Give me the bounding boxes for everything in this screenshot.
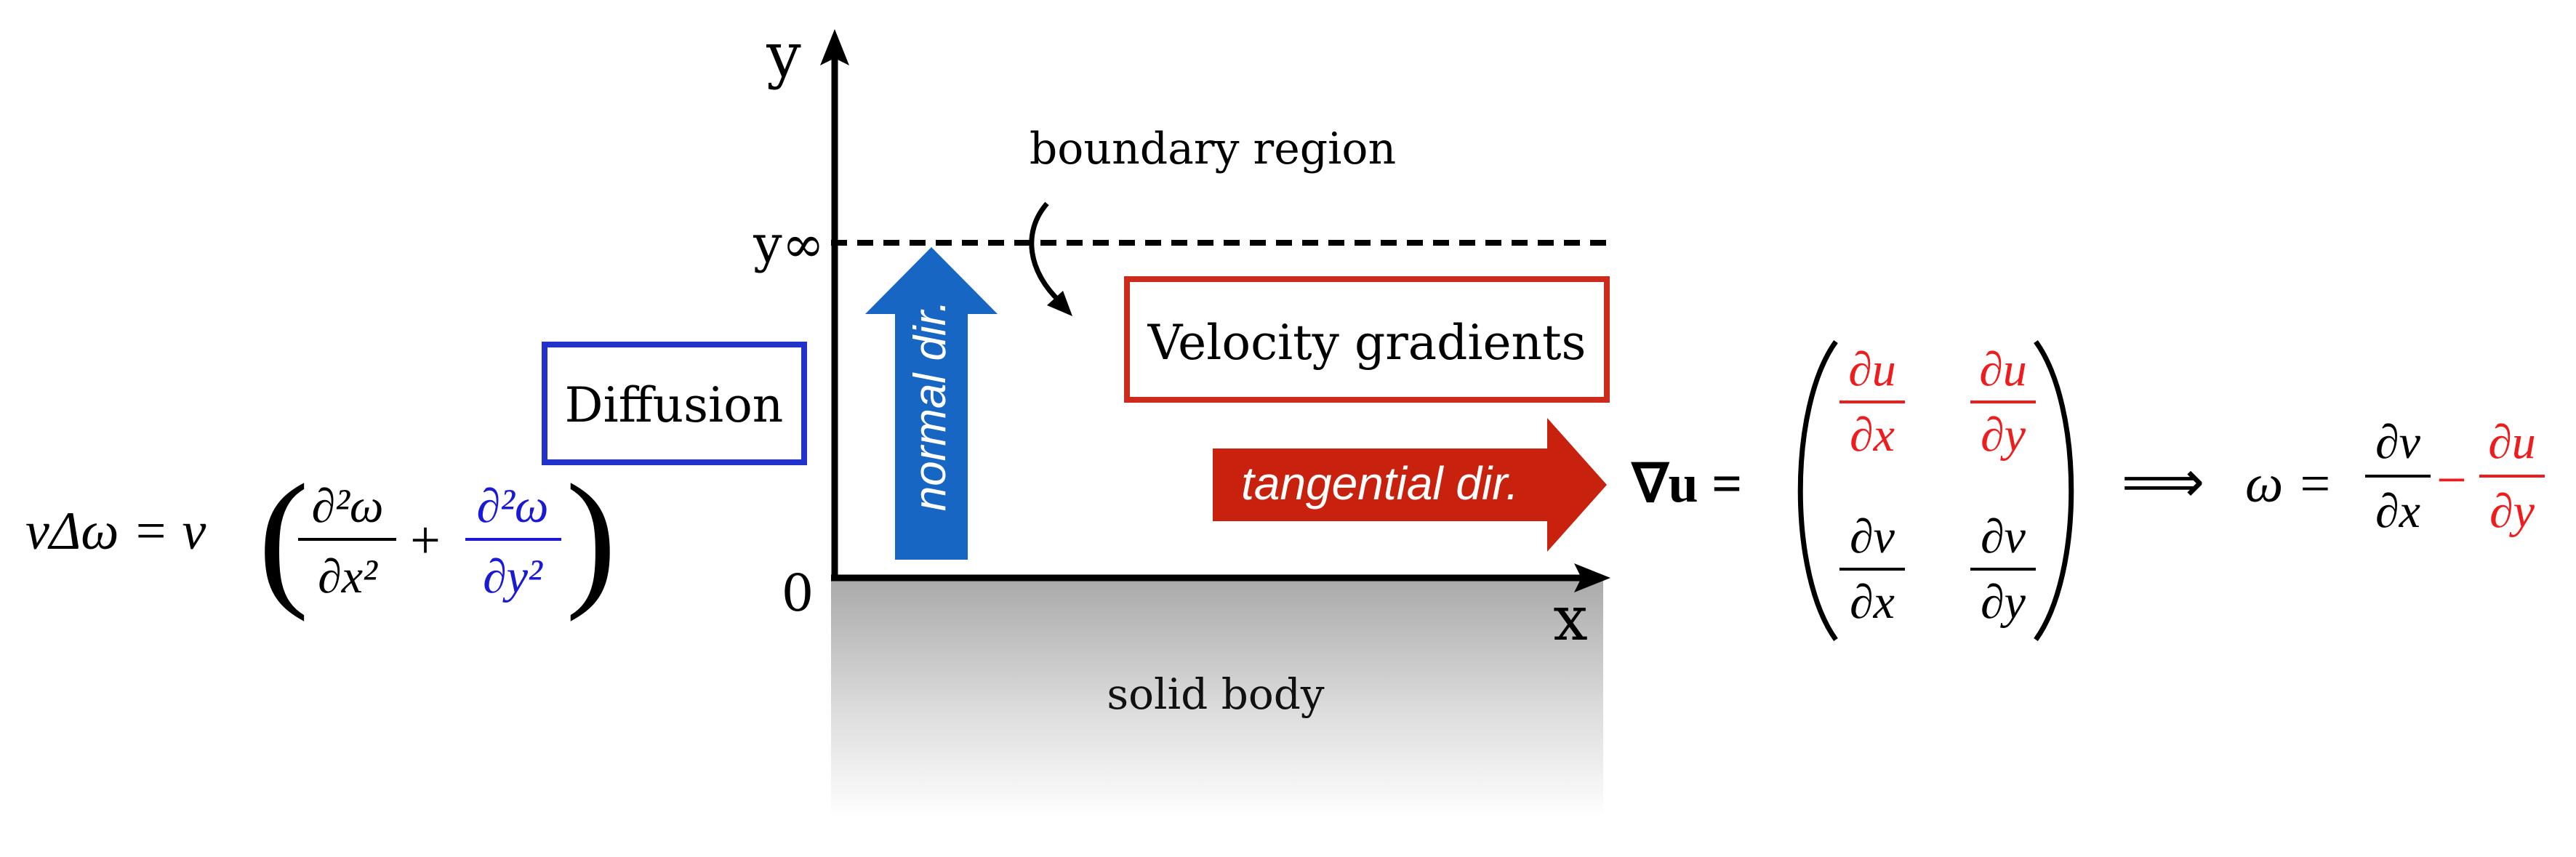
vort-dy: ∂y [2489, 485, 2535, 538]
curved-arrow [1029, 201, 1062, 304]
vort-minus: − [2436, 451, 2467, 510]
diffusion-label: Diffusion [565, 377, 784, 433]
origin-label: 0 [782, 563, 814, 623]
velocity-gradient-tensor: ∇u = ∂u ∂x ∂u ∂y ∂v ∂x ∂v ∂y [1631, 339, 2074, 642]
solid-body-label: solid body [1107, 669, 1325, 719]
plus-sign: + [410, 511, 441, 571]
tangential-direction-arrow [1213, 418, 1607, 552]
m11-den: ∂x [1850, 409, 1895, 462]
omega-lhs: ω = [2245, 454, 2333, 514]
vort-dv: ∂v [2375, 416, 2421, 469]
y-axis-label: y [766, 20, 801, 91]
diffusion-eq-lhs: νΔω = ν [25, 502, 206, 561]
x-axis-label: x [1553, 583, 1587, 654]
solid-body-region [831, 578, 1603, 818]
x-axis-arrowhead [1574, 563, 1610, 592]
m12-den: ∂y [1981, 409, 2026, 462]
vort-du: ∂u [2488, 416, 2536, 469]
m22-den: ∂y [1981, 576, 2026, 629]
matrix-left-paren [1797, 339, 1838, 642]
velocity-gradients-label: Velocity gradients [1147, 315, 1586, 371]
den-dy2: ∂y² [483, 550, 543, 603]
m12-num: ∂u [1979, 343, 2027, 396]
velocity-gradients-box [1124, 276, 1610, 403]
m22-num: ∂v [1981, 510, 2026, 563]
m21-den: ∂x [1850, 576, 1895, 629]
den-dx2: ∂x² [318, 550, 378, 603]
normal-direction-label: normal dir. [905, 300, 955, 512]
curved-arrow-head [1047, 291, 1072, 316]
num-d2omega-y: ∂²ω [477, 480, 549, 533]
diffusion-box [542, 342, 807, 465]
grad-u-lhs: ∇u = [1631, 454, 1742, 514]
right-paren: ) [566, 454, 617, 622]
num-d2omega-x: ∂²ω [312, 480, 384, 533]
boundary-region-label: boundary region [1030, 124, 1396, 174]
diffusion-equation: νΔω = ν ( ∂²ω ∂x² + ∂²ω ∂y² ) [25, 454, 617, 622]
tangential-direction-label: tangential dir. [1241, 457, 1519, 510]
y-infinity-label: y∞ [753, 214, 824, 274]
y-axis-arrowhead [820, 29, 849, 65]
vort-dx: ∂x [2375, 485, 2420, 538]
m21-num: ∂v [1850, 510, 1895, 563]
implies-arrow: ⟹ [2122, 451, 2205, 515]
m11-num: ∂u [1848, 343, 1896, 396]
normal-direction-arrow [865, 247, 998, 560]
vorticity-equation: ω = ∂v ∂x − ∂u ∂y [2245, 416, 2545, 538]
matrix-right-paren [2034, 339, 2074, 642]
